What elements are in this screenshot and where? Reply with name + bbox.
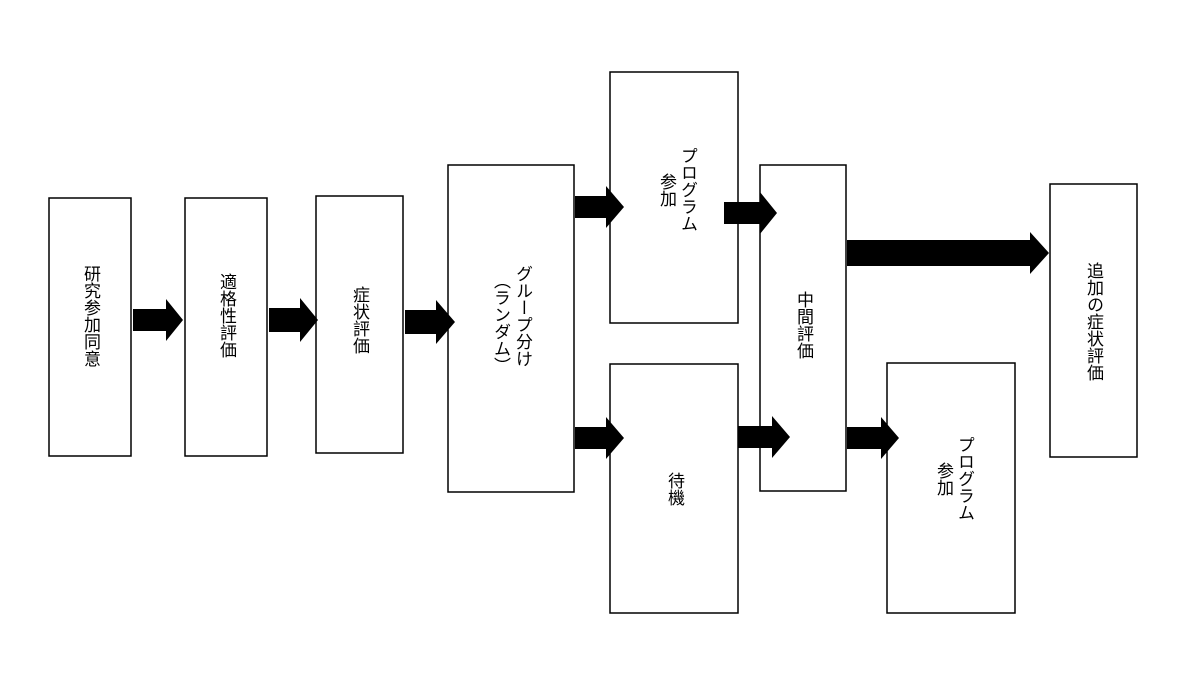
- symptom-eval-label: 症状評価: [349, 286, 370, 354]
- arrow-consent-to-eligibility: [133, 299, 183, 341]
- grouping-box: [447, 164, 575, 493]
- arrow-midpoint-to-program-2: [847, 417, 899, 459]
- consent-label: 研究参加同意: [80, 265, 101, 367]
- arrow-eligibility-to-symptom: [269, 298, 318, 342]
- arrow-symptom-to-grouping: [405, 300, 455, 344]
- arrow-midpoint-to-followup: [847, 232, 1049, 274]
- program-2-box: [886, 362, 1016, 614]
- program-1-box: [609, 71, 739, 324]
- waitlist-box: [609, 363, 739, 614]
- grouping-label: グループ分け: [512, 265, 533, 367]
- symptom-eval-box: [315, 195, 404, 454]
- arrow-waitlist-to-midpoint: [738, 416, 790, 458]
- arrow-grouping-to-program-1: [575, 186, 624, 228]
- arrow-program-1-to-midpoint: [724, 192, 777, 234]
- midpoint-eval-label: 中間評価: [793, 291, 814, 359]
- program-1-label: プログラム: [677, 147, 697, 232]
- followup-eval-label: 追加の症状評価: [1083, 262, 1104, 381]
- followup-eval-box: [1049, 183, 1138, 458]
- consent-box: [48, 197, 132, 457]
- program-1-label-b: 参加: [656, 173, 677, 207]
- grouping-note-label: （ランダム）: [490, 272, 511, 374]
- waitlist-label: 待機: [664, 472, 685, 507]
- eligibility-label: 適格性評価: [216, 273, 237, 358]
- arrow-grouping-to-waitlist: [575, 417, 624, 459]
- program-2-label-b: 参加: [933, 462, 954, 496]
- program-2-label: プログラム: [954, 436, 974, 521]
- eligibility-box: [184, 197, 268, 457]
